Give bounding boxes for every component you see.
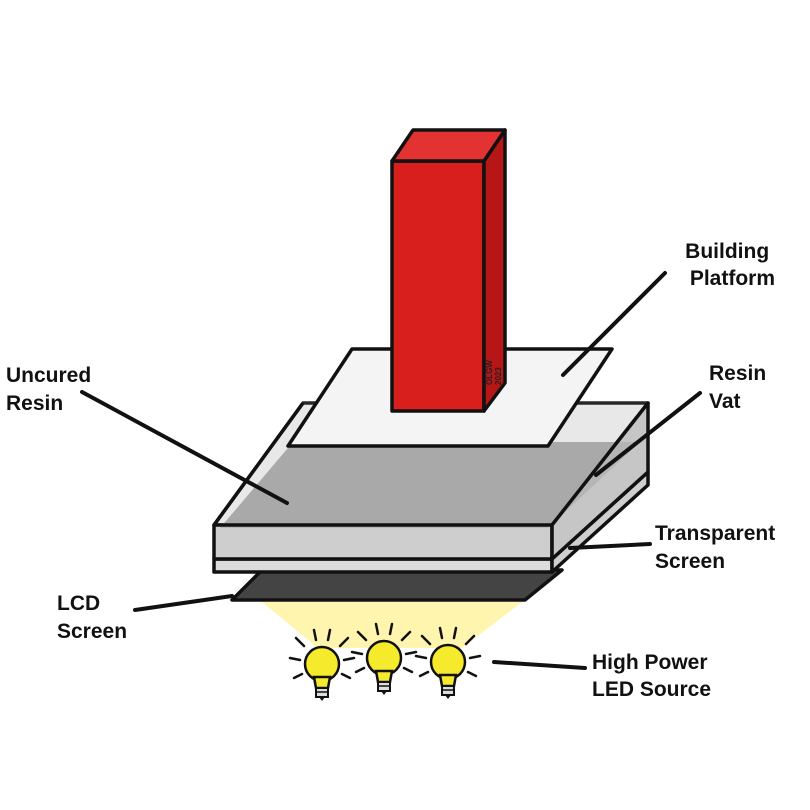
led-bulb-icon <box>414 626 482 699</box>
transparent-screen-front <box>212 557 554 574</box>
leader-transparent-screen <box>568 542 652 550</box>
watermark-line-2: 2023 <box>494 367 503 385</box>
watermark-line-1: OLGW <box>485 360 494 385</box>
leader-resin-vat <box>594 391 702 477</box>
lcd-screen <box>230 568 564 602</box>
resin-liquid-top <box>220 442 640 528</box>
label-lcd-screen: LCD Screen <box>57 592 127 643</box>
printed-part-top <box>390 128 507 163</box>
resin-vat-front <box>212 523 554 561</box>
label-resin-vat: Resin Vat <box>709 362 772 413</box>
led-bulb-icon <box>350 622 418 695</box>
resin-vat-side <box>550 401 650 561</box>
leader-building-platform <box>561 271 667 377</box>
resin-vat-rim-left <box>212 401 305 527</box>
leader-lcd-screen <box>133 594 234 612</box>
label-uncured-resin: Uncured Resin <box>6 364 97 415</box>
led-bulb-icon <box>288 628 356 701</box>
printed-part-front <box>390 159 486 413</box>
label-transparent-screen: Transparent Screen <box>655 522 781 573</box>
leader-led-source <box>492 660 587 670</box>
leader-uncured-resin <box>80 390 289 505</box>
label-led-source: High Power LED Source <box>592 651 713 701</box>
label-building-platform: Building Platform <box>685 240 775 290</box>
